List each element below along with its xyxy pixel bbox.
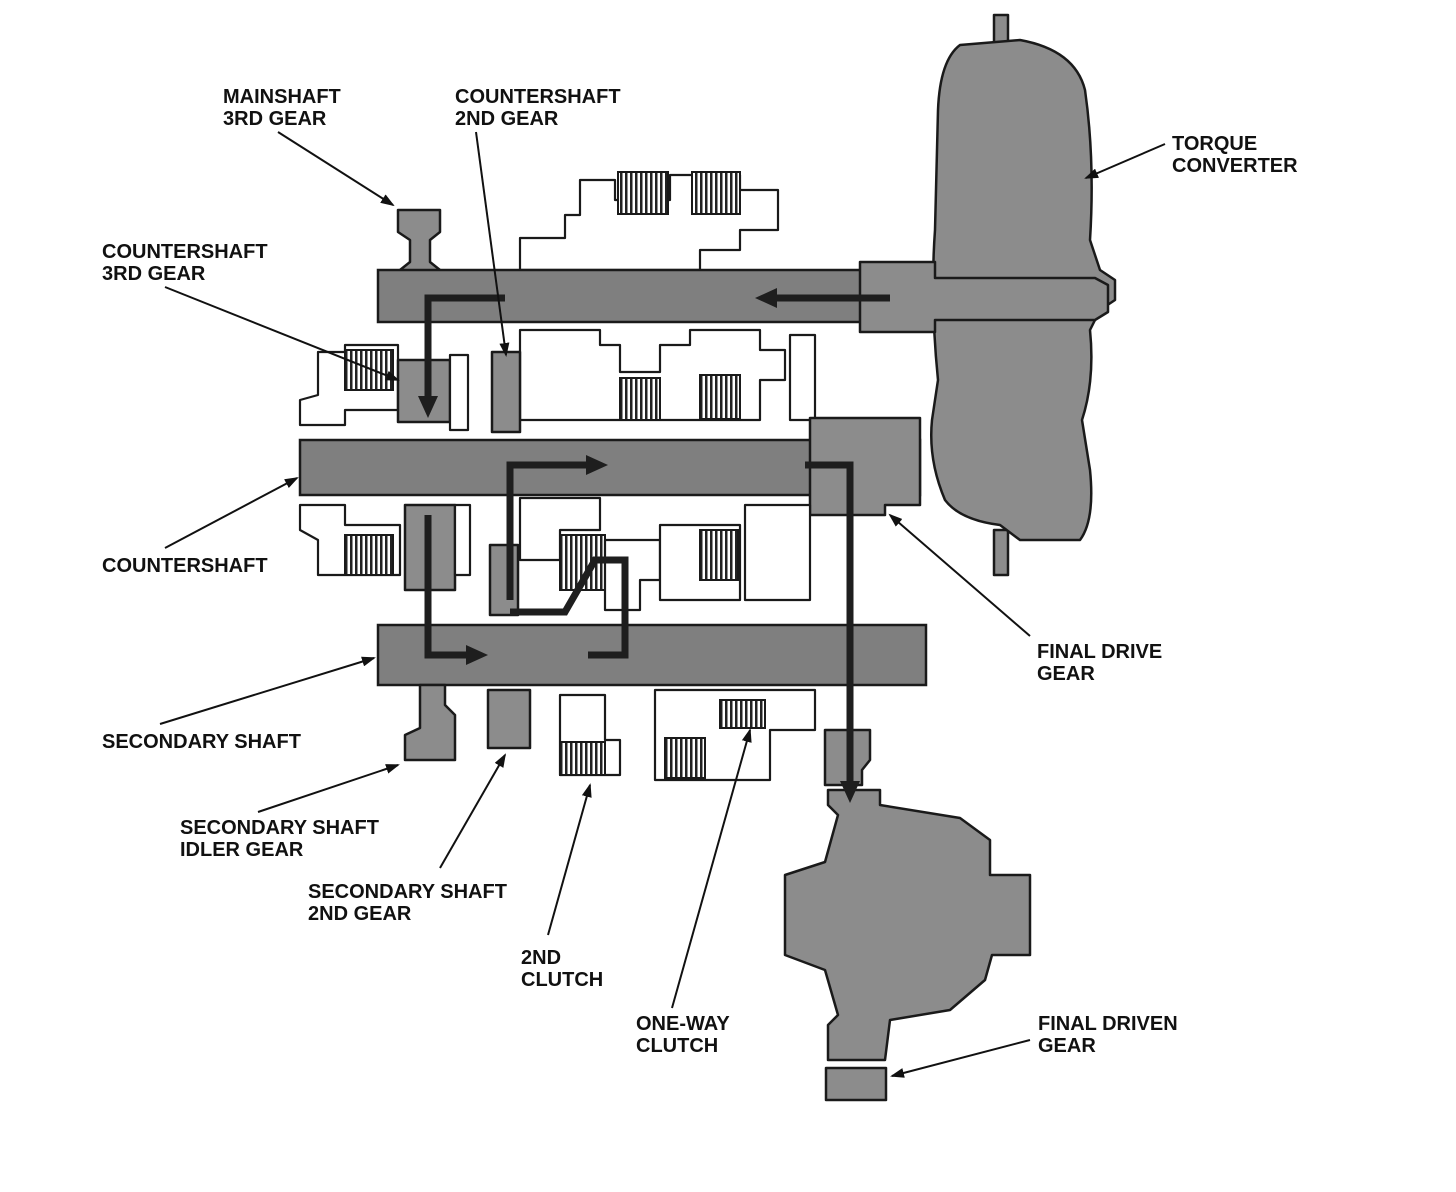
flow-mainshaft-to-3rd bbox=[418, 294, 505, 418]
label-countershaft-3rd-gear: COUNTERSHAFT 3RD GEAR bbox=[102, 241, 273, 285]
label-final-driven-gear: FINAL DRIVEN GEAR bbox=[1038, 1013, 1183, 1057]
label-secondary-shaft-2nd-gear: SECONDARY SHAFT 2ND GEAR bbox=[308, 881, 512, 925]
flow-countershaft-right bbox=[506, 455, 608, 600]
label-final-drive-gear: FINAL DRIVE GEAR bbox=[1037, 641, 1168, 685]
flow-secondary bbox=[424, 515, 488, 665]
flow-2nd-clutch-loop bbox=[510, 556, 629, 659]
flow-countershaft-to-final bbox=[805, 461, 860, 803]
label-2nd-clutch: 2ND CLUTCH bbox=[521, 947, 603, 991]
label-one-way-clutch: ONE-WAY CLUTCH bbox=[636, 1013, 735, 1057]
power-flow-path bbox=[418, 288, 890, 803]
label-torque-converter: TORQUE CONVERTER bbox=[1172, 133, 1298, 177]
label-secondary-shaft-idler-gear: SECONDARY SHAFT IDLER GEAR bbox=[180, 817, 384, 861]
label-mainshaft-3rd-gear: MAINSHAFT 3RD GEAR bbox=[223, 86, 346, 130]
countershaft-assembly bbox=[298, 343, 922, 617]
label-secondary-shaft: SECONDARY SHAFT bbox=[102, 731, 301, 753]
callout-labels: MAINSHAFT 3RD GEAR COUNTERSHAFT 2ND GEAR… bbox=[102, 86, 1298, 1057]
secondary-shaft-assembly bbox=[376, 623, 928, 787]
label-countershaft: COUNTERSHAFT bbox=[102, 555, 268, 577]
callout-leaders bbox=[159, 131, 1166, 1078]
mainshaft-assembly bbox=[376, 171, 1110, 434]
label-countershaft-2nd-gear: COUNTERSHAFT 2ND GEAR bbox=[455, 86, 626, 130]
final-driven-gear-assembly bbox=[783, 788, 1032, 1102]
